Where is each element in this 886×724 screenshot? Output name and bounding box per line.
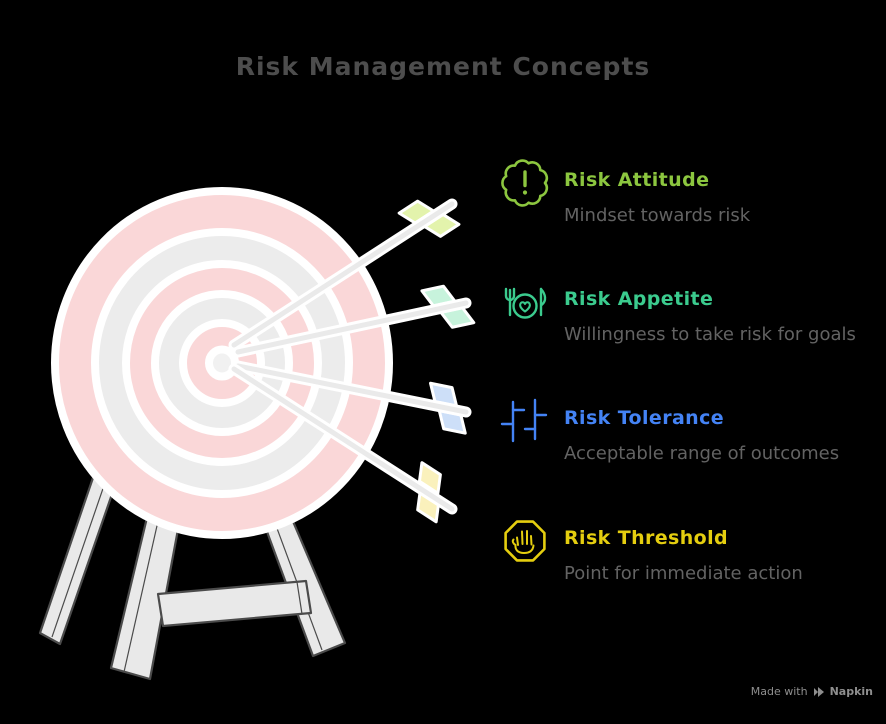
target-board — [51, 187, 393, 539]
arrow-risk-attitude — [228, 198, 461, 351]
shaft — [235, 300, 469, 355]
page-title: Risk Management Concepts — [235, 52, 651, 81]
stand-crossbar-detail — [296, 581, 303, 615]
list-item-risk-attitude: Risk Attitude Mindset towards risk — [500, 156, 860, 228]
item-title: Risk Appetite — [564, 288, 714, 310]
shaft — [231, 366, 455, 512]
watermark: Made with Napkin — [751, 685, 873, 698]
item-title: Risk Attitude — [564, 169, 710, 191]
watermark-brand: Napkin — [829, 685, 873, 698]
fletch-upper — [417, 461, 442, 495]
item-title: Risk Threshold — [564, 527, 729, 549]
item-description: Point for immediate action — [564, 563, 803, 584]
watermark-prefix: Made with — [750, 685, 808, 698]
napkin-logo-icon — [813, 686, 824, 697]
arrow-risk-appetite — [232, 284, 476, 358]
badge-exclamation-icon — [500, 158, 550, 208]
arrow-risk-tolerance — [232, 360, 472, 435]
list-item-risk-appetite: Risk Appetite Willingness to take risk f… — [500, 275, 860, 347]
arrow-risk-threshold — [228, 363, 458, 524]
stand-leg-left-detail — [51, 470, 110, 638]
item-description: Willingness to take risk for goals — [564, 324, 856, 345]
item-description: Mindset towards risk — [564, 205, 751, 226]
shaft — [235, 363, 469, 415]
item-title: Risk Tolerance — [564, 407, 725, 429]
arrows — [228, 198, 476, 524]
shaft — [231, 201, 455, 348]
stand-crossbar — [156, 579, 313, 628]
list-item-risk-tolerance: Risk Tolerance Acceptable range of outco… — [500, 394, 860, 466]
item-description: Acceptable range of outcomes — [564, 443, 840, 464]
sliders-icon — [500, 396, 550, 446]
stand-leg-middle-detail — [123, 507, 162, 673]
list-item-risk-threshold: Risk Threshold Point for immediate actio… — [500, 514, 860, 586]
stop-hand-icon — [500, 516, 550, 566]
meal-plate-heart-icon — [500, 277, 550, 327]
